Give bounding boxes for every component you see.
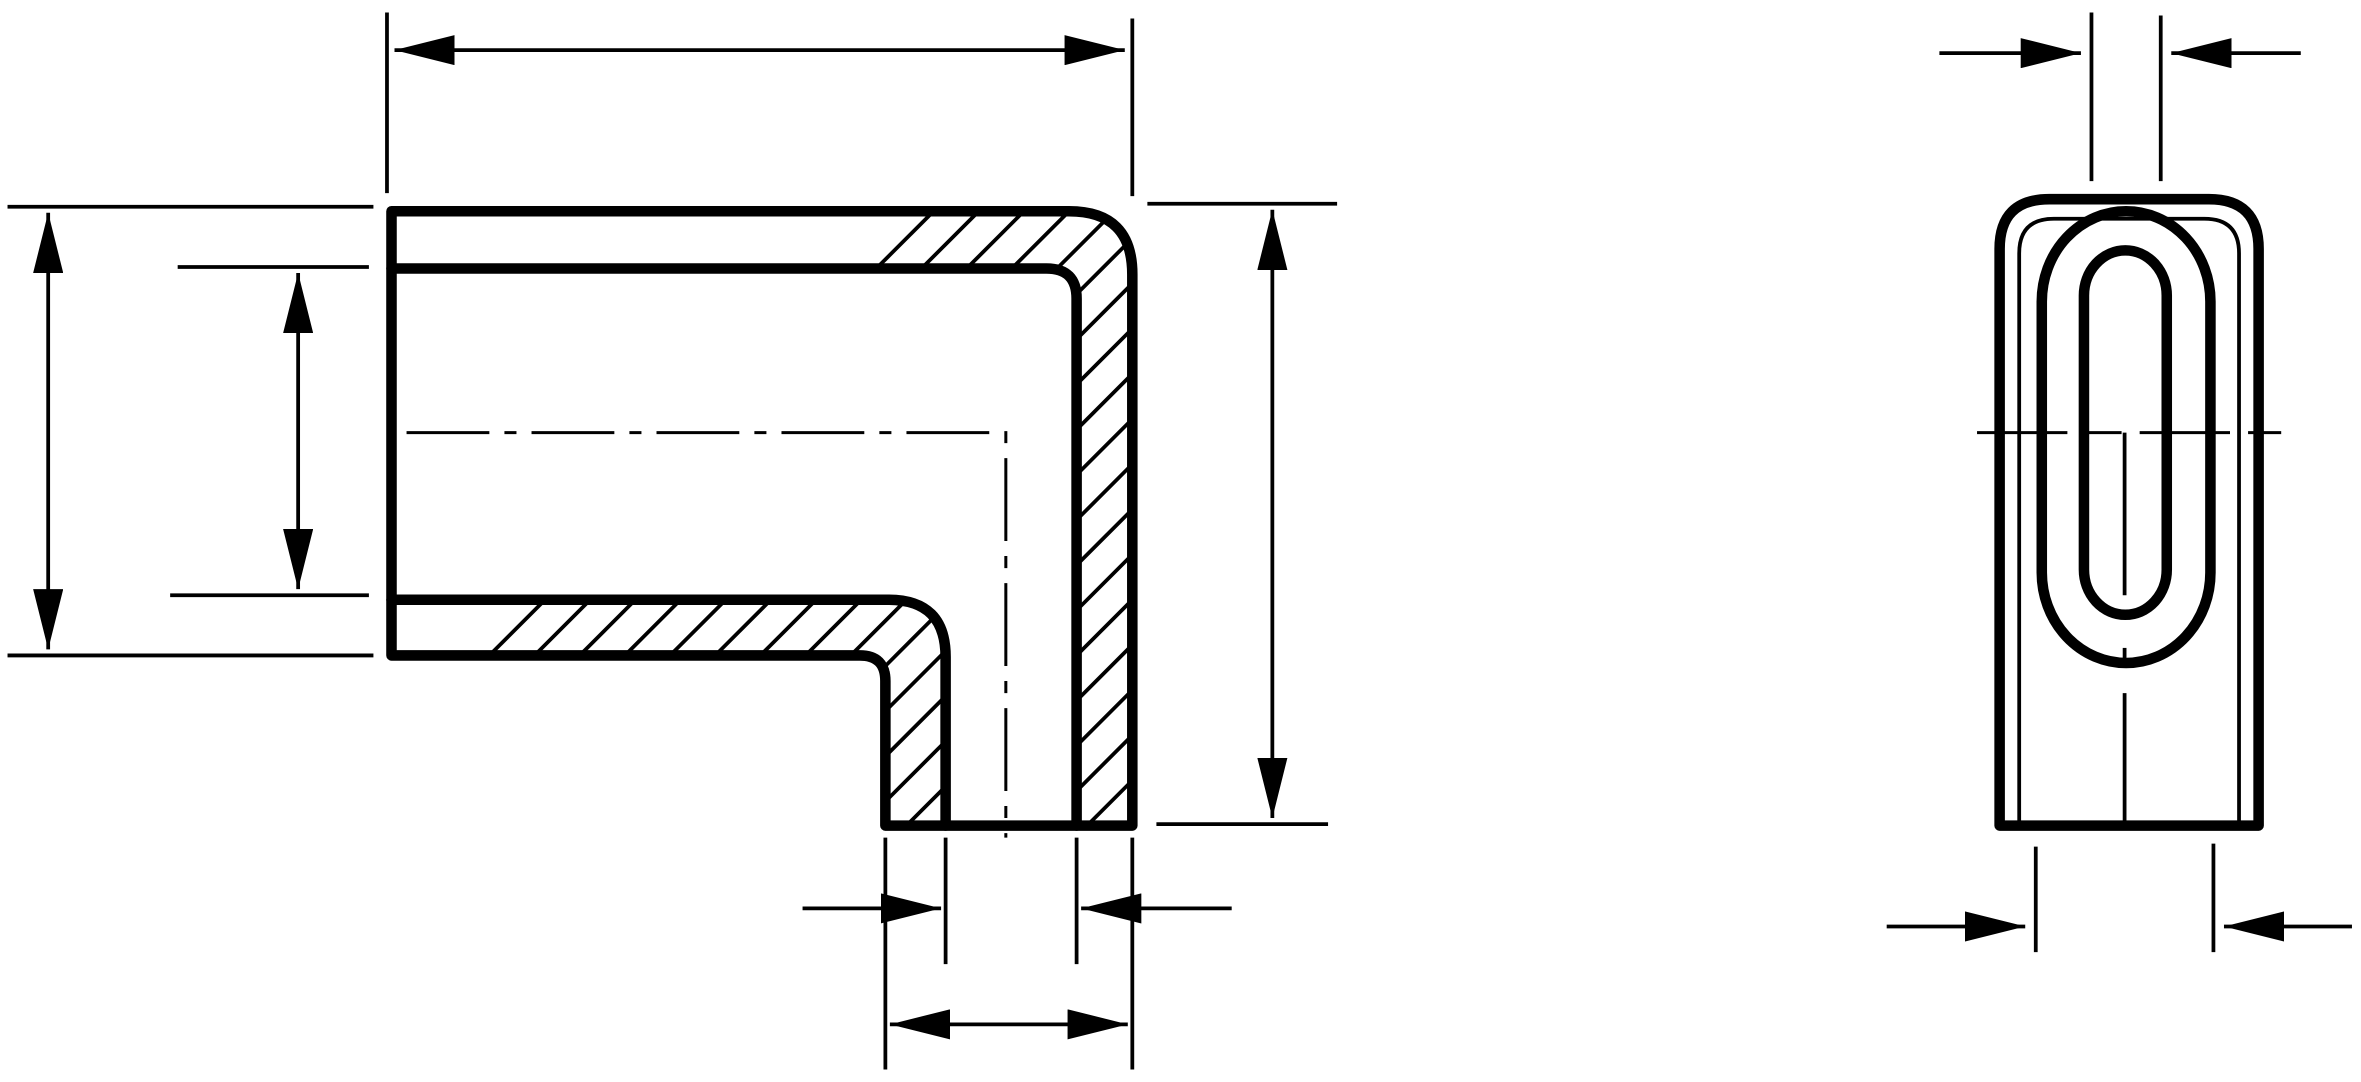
hatch-line xyxy=(1112,211,1133,826)
hatch-line xyxy=(1882,211,2361,843)
hatch-line xyxy=(435,211,1071,826)
hatch-line xyxy=(1159,211,1791,843)
centerline xyxy=(406,431,1008,838)
hatch-line xyxy=(977,211,1133,826)
hatch-line xyxy=(706,211,1133,826)
hatch-line xyxy=(1022,211,1133,826)
outer-inner-line xyxy=(2017,216,2241,826)
inner-bottom-wall xyxy=(386,594,951,831)
hatch-line xyxy=(525,211,1133,826)
outer-body xyxy=(1994,193,2264,831)
hatch-line xyxy=(1837,211,2361,843)
hatch-line xyxy=(391,211,1026,826)
hatch-line xyxy=(1566,211,2198,843)
hatch-line xyxy=(1476,211,2108,843)
end-view xyxy=(1886,12,2352,953)
hatch-line xyxy=(1521,211,2153,843)
hatch-line xyxy=(1792,211,2361,843)
hatch-line xyxy=(1067,211,1133,826)
inner-top-wall xyxy=(386,263,1082,831)
hatch-line xyxy=(2018,211,2361,843)
hatch-line xyxy=(1430,211,2062,843)
hatch-line xyxy=(841,211,1133,826)
hatch-line xyxy=(1656,211,2288,843)
hatch-line xyxy=(1295,211,1927,843)
hatch-line xyxy=(751,211,1133,826)
wall-hatching xyxy=(391,211,2361,843)
hatch-line xyxy=(616,211,1133,826)
side-section-view xyxy=(7,12,2361,1070)
hatch-line xyxy=(661,211,1133,826)
hatch-line xyxy=(1340,211,1972,843)
hatch-line xyxy=(1747,211,2361,843)
hatch-line xyxy=(1385,211,2017,843)
outer-contour xyxy=(386,205,1138,831)
hatch-line xyxy=(796,211,1133,826)
hatch-line xyxy=(1205,211,1837,843)
hatch-line xyxy=(1927,211,2361,843)
hatch-line xyxy=(480,211,1116,826)
hatch-line xyxy=(1611,211,2243,843)
hatch-line xyxy=(1250,211,1882,843)
hatch-line xyxy=(932,211,1133,826)
hatch-line xyxy=(887,211,1133,826)
